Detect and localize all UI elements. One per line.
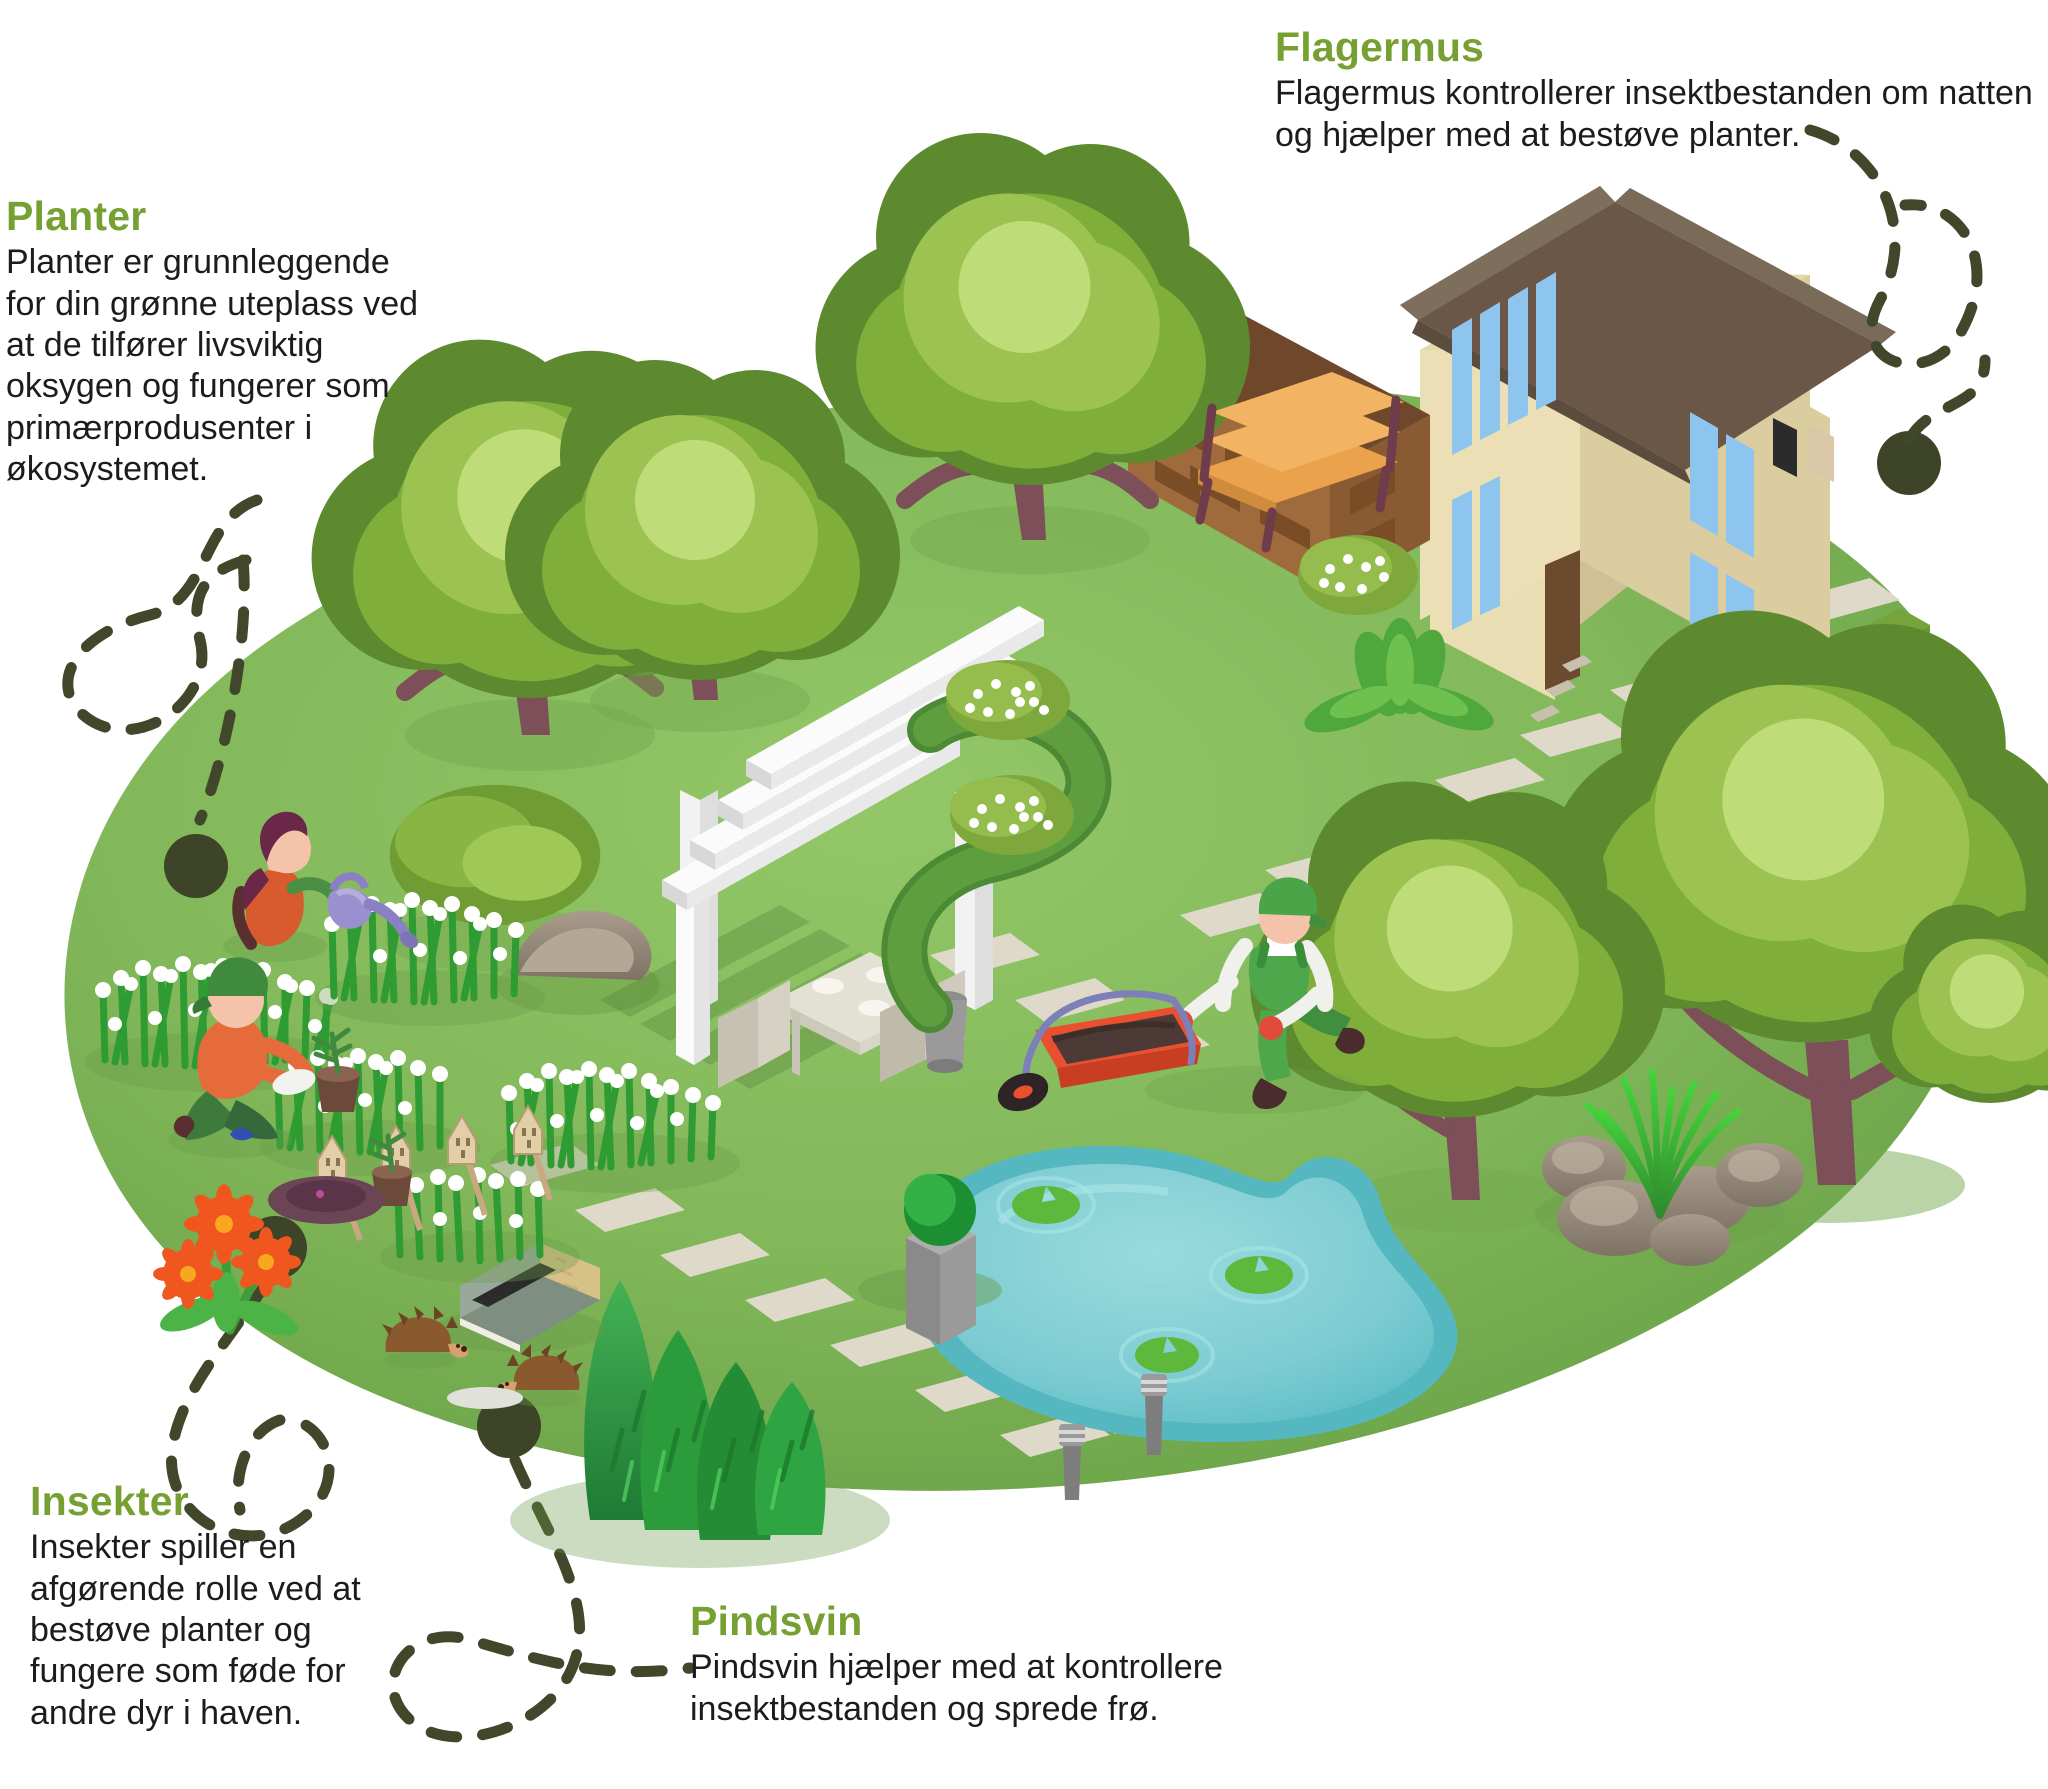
gardener-planting bbox=[168, 957, 412, 1224]
callout-pindsvin-body: Pindsvin hjælper med at kontrollere inse… bbox=[690, 1648, 1223, 1728]
flowering-bush-lower bbox=[950, 775, 1074, 855]
pindsvin-connector bbox=[387, 1394, 696, 1743]
orange-flowers bbox=[153, 1184, 301, 1336]
bat-flight-path bbox=[1804, 124, 1991, 495]
gardener-watering bbox=[223, 811, 419, 962]
tree-left-front bbox=[505, 360, 900, 732]
boulder-left bbox=[496, 910, 660, 1015]
callout-planter-title: Planter bbox=[6, 193, 147, 239]
callout-planter: Planter Planter er grunnleggende for din… bbox=[6, 193, 426, 491]
callout-flagermus-body: Flagermus kontrollerer insektbestanden o… bbox=[1275, 74, 2033, 154]
tree-left-back bbox=[311, 339, 754, 771]
callout-insekter-title: Insekter bbox=[30, 1478, 189, 1524]
garden-lamps bbox=[1059, 1374, 1167, 1500]
hedgehog-house bbox=[434, 1243, 606, 1352]
hedge-topiary bbox=[881, 535, 1494, 1033]
callout-pindsvin: Pindsvin Pindsvin hjælper med at kontrol… bbox=[690, 1598, 1330, 1730]
flowering-bush-upper bbox=[946, 660, 1070, 740]
tree-top-center bbox=[815, 133, 1250, 574]
callout-flagermus: Flagermus Flagermus kontrollerer insektb… bbox=[1275, 24, 2035, 156]
pond-planter bbox=[858, 1174, 1002, 1345]
flowering-bush-house bbox=[1298, 535, 1418, 615]
callout-planter-body: Planter er grunnleggende for din grønne … bbox=[6, 243, 419, 489]
callout-insekter-body: Insekter spiller en afgørende rolle ved … bbox=[30, 1528, 361, 1732]
leafy-plant bbox=[1304, 618, 1494, 733]
hedgehogs bbox=[382, 1306, 583, 1409]
pond bbox=[858, 1145, 1458, 1443]
callout-insekter: Insekter Insekter spiller en afgørende r… bbox=[30, 1478, 410, 1734]
gardener-wheelbarrow bbox=[997, 877, 1365, 1114]
conifer-bushes bbox=[510, 1280, 890, 1568]
rocks-and-grass bbox=[1535, 1068, 1804, 1266]
callout-pindsvin-title: Pindsvin bbox=[690, 1598, 863, 1644]
planter-connector bbox=[62, 494, 263, 898]
callout-flagermus-title: Flagermus bbox=[1275, 24, 1485, 70]
park-bench bbox=[1195, 372, 1404, 553]
tree-right-mid bbox=[1250, 781, 1665, 1232]
